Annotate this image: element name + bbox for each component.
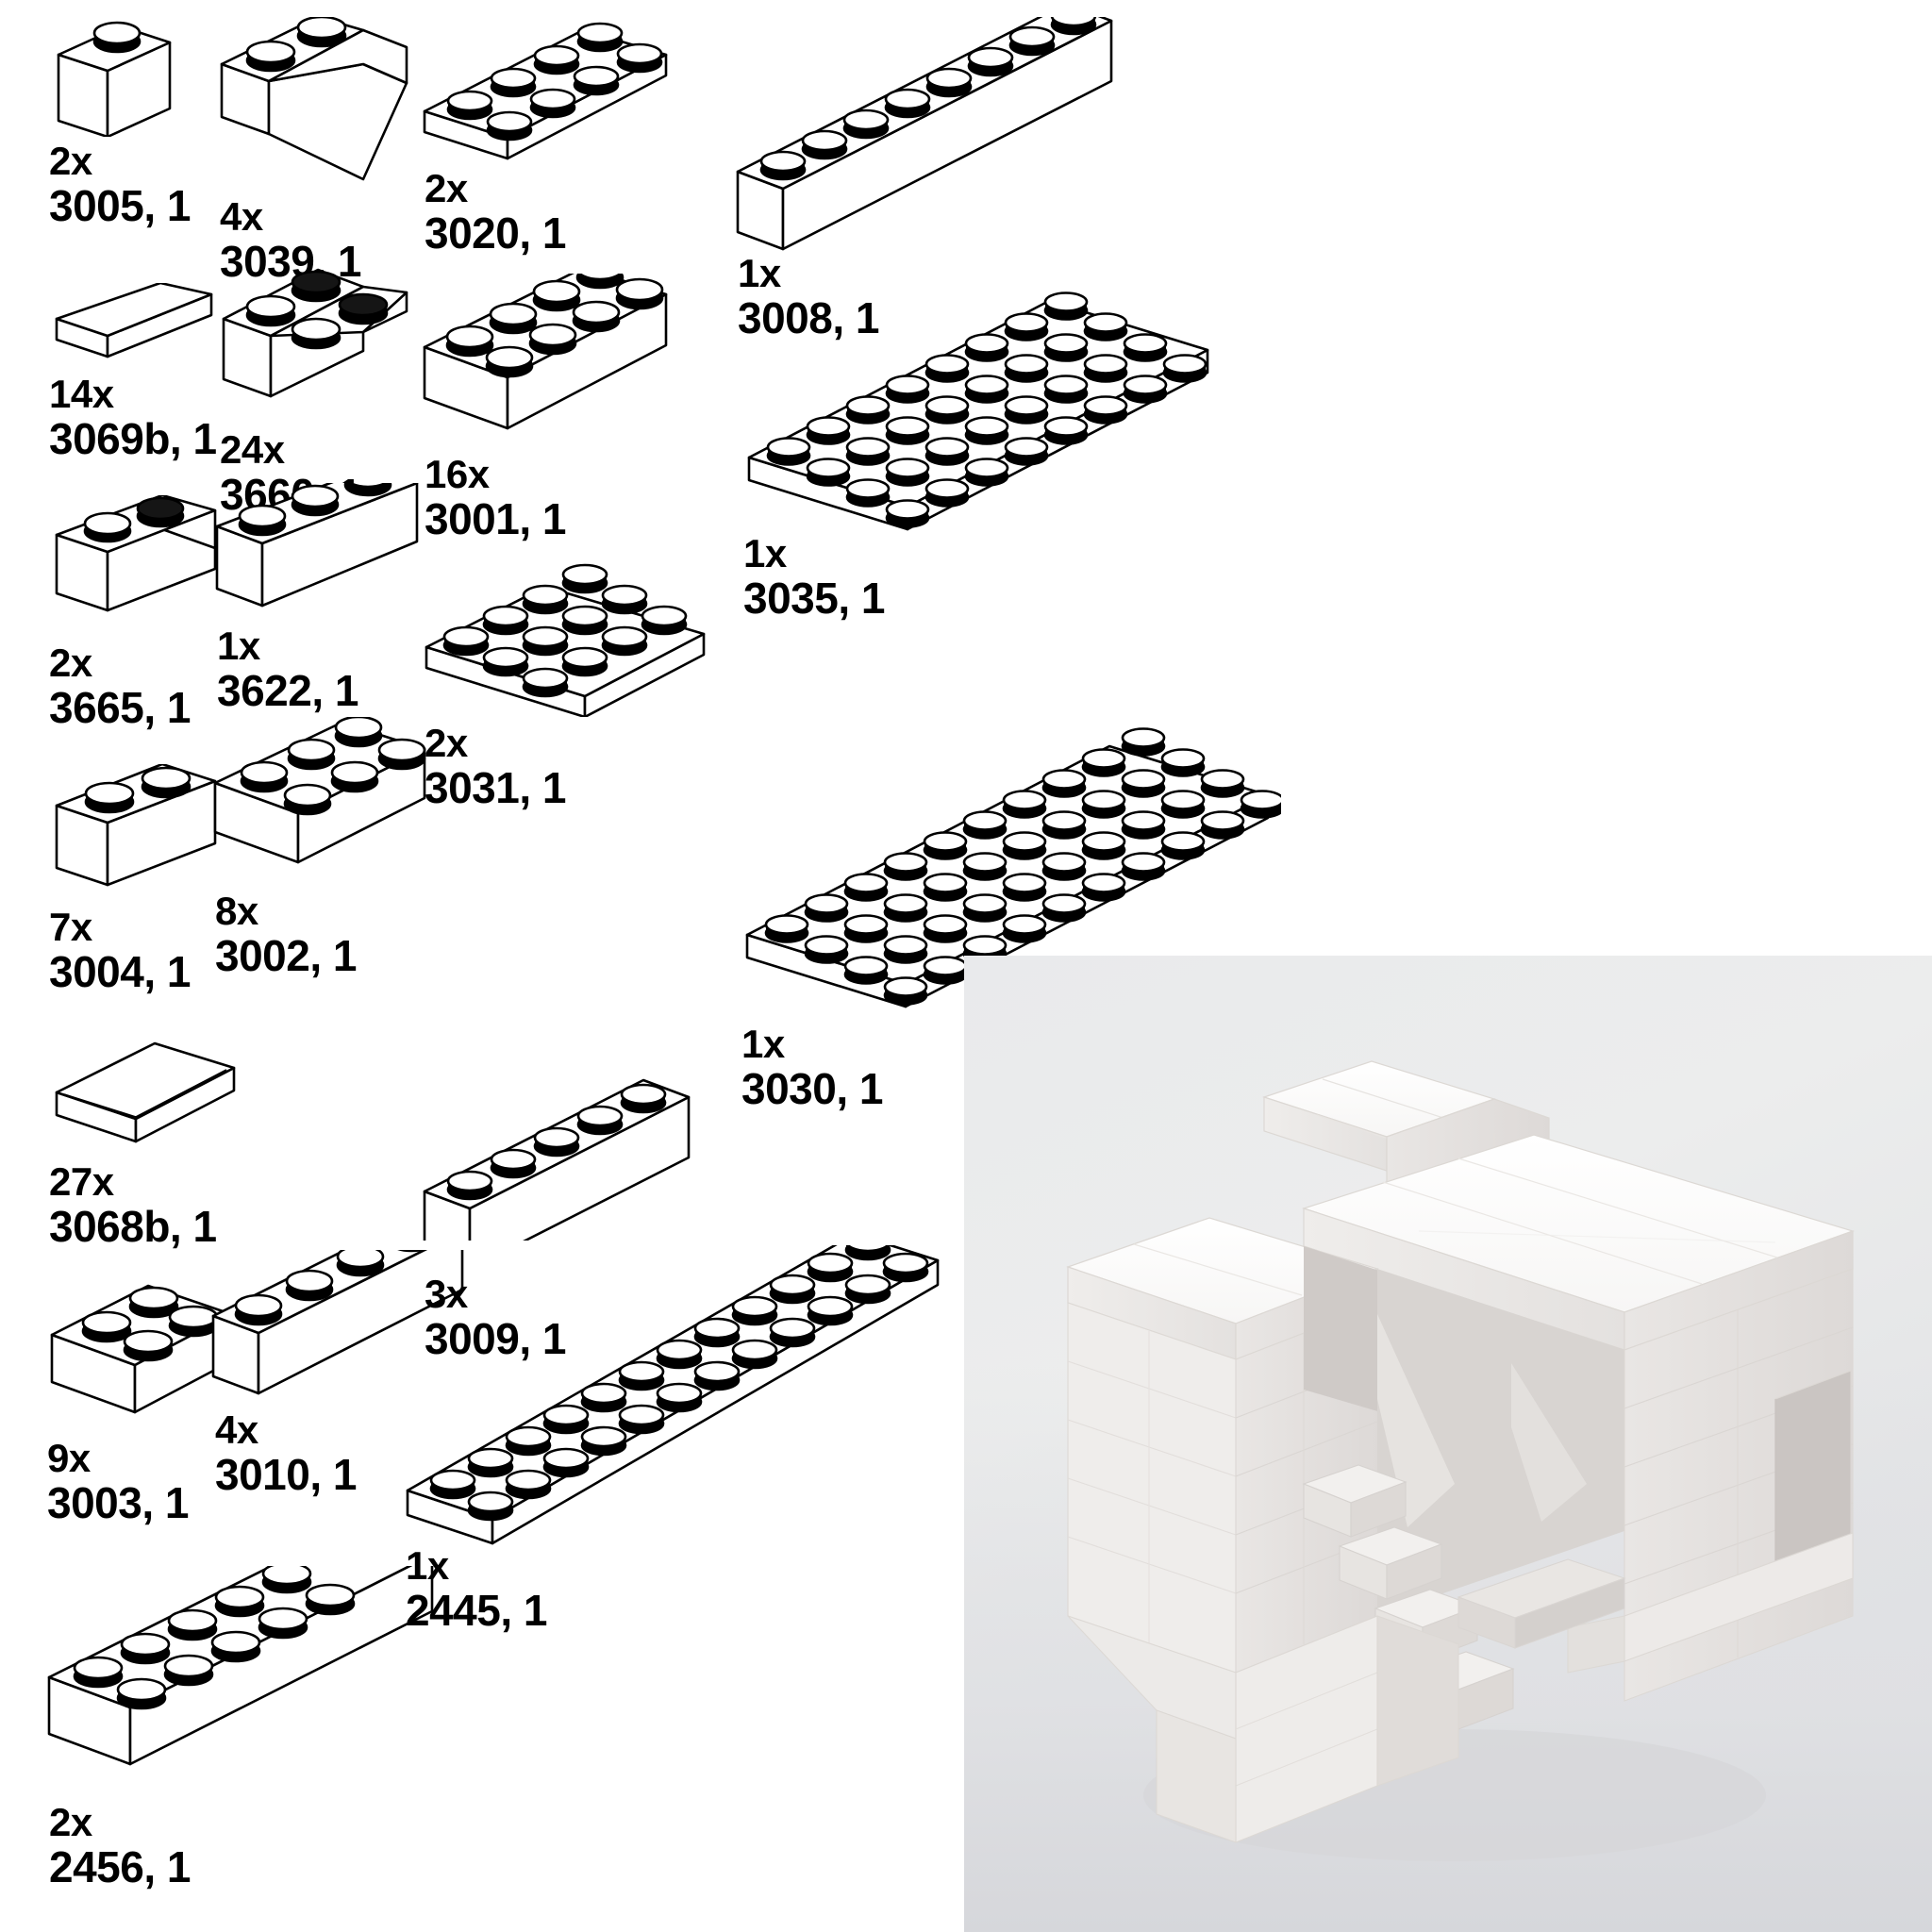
part-id: 3069b, 1 <box>49 413 217 463</box>
part-entry-3030[interactable]: 1x 3030, 1 <box>734 703 1285 1111</box>
part-id: 3665, 1 <box>49 682 191 732</box>
part-label-3622: 1x 3622, 1 <box>217 625 426 713</box>
part-image-tile-2x2 <box>49 1028 242 1156</box>
part-label-3001: 16x 3001, 1 <box>425 452 679 543</box>
part-id: 3622, 1 <box>217 665 358 715</box>
part-qty: 1x <box>743 531 787 575</box>
part-image-brick-2x2 <box>42 1259 250 1434</box>
part-image-plate-2x4 <box>415 21 679 162</box>
part-id: 3005, 1 <box>49 180 191 230</box>
part-image-plate-4x8 <box>736 250 1226 533</box>
part-entry-3035[interactable]: 1x 3035, 1 <box>736 250 1226 621</box>
part-qty: 4x <box>215 1407 258 1452</box>
part-label-3008: 1x 3008, 1 <box>738 251 879 342</box>
part-entry-3069b[interactable]: 14x 3069b, 1 <box>49 281 219 463</box>
part-label-3002: 8x 3002, 1 <box>215 889 441 980</box>
part-entry-3020[interactable]: 2x 3020, 1 <box>415 21 679 256</box>
part-id: 3035, 1 <box>743 573 885 623</box>
part-image-slope-45-2x2 <box>212 15 420 196</box>
part-entry-3665[interactable]: 2x 3665, 1 <box>49 493 228 732</box>
part-id: 3004, 1 <box>49 946 191 996</box>
part-qty: 24x <box>220 427 285 472</box>
part-label-3665: 2x 3665, 1 <box>49 641 228 732</box>
part-qty: 3x <box>425 1272 468 1316</box>
part-entry-3001[interactable]: 16x 3001, 1 <box>415 257 679 543</box>
part-image-tile-1x2 <box>49 281 219 368</box>
part-qty: 2x <box>49 641 92 685</box>
part-label-3031: 2x 3031, 1 <box>425 721 717 812</box>
part-label-3020: 2x 3020, 1 <box>425 166 679 258</box>
part-qty: 4x <box>220 194 263 239</box>
model-illustration <box>1066 1060 1855 1861</box>
part-id: 2456, 1 <box>49 1841 191 1891</box>
part-image-brick-1x2 <box>49 762 228 901</box>
part-entry-3031[interactable]: 2x 3031, 1 <box>415 528 717 810</box>
part-entry-3009[interactable]: 3x 3009, 1 <box>415 1033 717 1361</box>
part-label-3030: 1x 3030, 1 <box>741 1022 883 1113</box>
part-image-brick-2x3 <box>206 715 441 887</box>
part-id: 3001, 1 <box>425 493 566 543</box>
part-image-brick-2x6 <box>40 1524 445 1802</box>
part-image-brick-1x1 <box>49 19 191 139</box>
part-image-brick-1x3 <box>209 464 426 620</box>
part-qty: 14x <box>49 372 114 416</box>
part-entry-3004[interactable]: 7x 3004, 1 <box>49 762 228 996</box>
part-image-brick-1x8 <box>724 2 1130 253</box>
part-qty: 27x <box>49 1159 114 1204</box>
part-qty: 2x <box>425 166 468 210</box>
part-label-3069b: 14x 3069b, 1 <box>49 372 219 463</box>
part-qty: 8x <box>215 889 258 933</box>
part-entry-3008[interactable]: 1x 3008, 1 <box>724 2 1130 341</box>
part-label-3004: 7x 3004, 1 <box>49 905 228 996</box>
part-id: 3010, 1 <box>215 1449 357 1499</box>
assembled-model-render <box>964 956 1932 1932</box>
part-qty: 1x <box>406 1543 449 1588</box>
part-id: 3031, 1 <box>425 762 566 812</box>
part-image-plate-4x10 <box>734 703 1285 1024</box>
part-entry-3039[interactable]: 4x 3039, 1 <box>212 15 420 284</box>
part-label-3009: 3x 3009, 1 <box>425 1272 566 1363</box>
part-id: 3009, 1 <box>425 1313 566 1363</box>
part-entry-3005[interactable]: 2x 3005, 1 <box>49 19 191 228</box>
part-entry-2456[interactable]: 2x 2456, 1 <box>40 1524 445 1891</box>
part-entry-3003[interactable]: 9x 3003, 1 <box>42 1259 250 1525</box>
part-entry-2445[interactable]: 1x 2445, 1 <box>394 1230 979 1633</box>
part-id: 3020, 1 <box>425 208 566 258</box>
part-image-slope-inverted-45-1x2 <box>49 493 228 637</box>
part-id: 3003, 1 <box>47 1477 189 1527</box>
part-qty: 9x <box>47 1436 91 1480</box>
part-image-slope-inverted-45-2x2 <box>212 264 420 420</box>
part-label-2456: 2x 2456, 1 <box>49 1800 445 1891</box>
part-label-3035: 1x 3035, 1 <box>743 531 885 623</box>
part-id: 3068b, 1 <box>49 1201 217 1251</box>
part-image-plate-4x4 <box>415 528 717 719</box>
part-label-3003: 9x 3003, 1 <box>47 1436 250 1527</box>
part-entry-3002[interactable]: 8x 3002, 1 <box>206 715 441 980</box>
part-image-plate-2x12 <box>394 1230 979 1547</box>
part-qty: 7x <box>49 905 92 949</box>
part-id: 3008, 1 <box>738 292 879 342</box>
part-label-3005: 2x 3005, 1 <box>49 139 191 230</box>
part-entry-3068b[interactable]: 27x 3068b, 1 <box>49 1028 242 1249</box>
part-qty: 1x <box>741 1022 785 1066</box>
part-qty: 1x <box>738 251 781 295</box>
part-entry-3660[interactable]: 24x 3660, 1 <box>212 264 420 517</box>
part-label-2445: 1x 2445, 1 <box>406 1543 547 1635</box>
part-id: 3002, 1 <box>215 930 357 980</box>
part-label-3068b: 27x 3068b, 1 <box>49 1159 242 1251</box>
part-label-3010: 4x 3010, 1 <box>215 1407 470 1499</box>
part-image-brick-2x4 <box>415 257 679 448</box>
part-qty: 16x <box>425 452 490 496</box>
part-qty: 2x <box>425 721 468 765</box>
part-image-brick-1x6 <box>415 1033 717 1271</box>
part-qty: 1x <box>217 624 260 668</box>
part-qty: 2x <box>49 1800 92 1844</box>
part-id: 3030, 1 <box>741 1063 883 1113</box>
part-id: 2445, 1 <box>406 1585 547 1635</box>
part-entry-3622[interactable]: 1x 3622, 1 <box>209 464 426 713</box>
part-qty: 2x <box>49 139 92 183</box>
